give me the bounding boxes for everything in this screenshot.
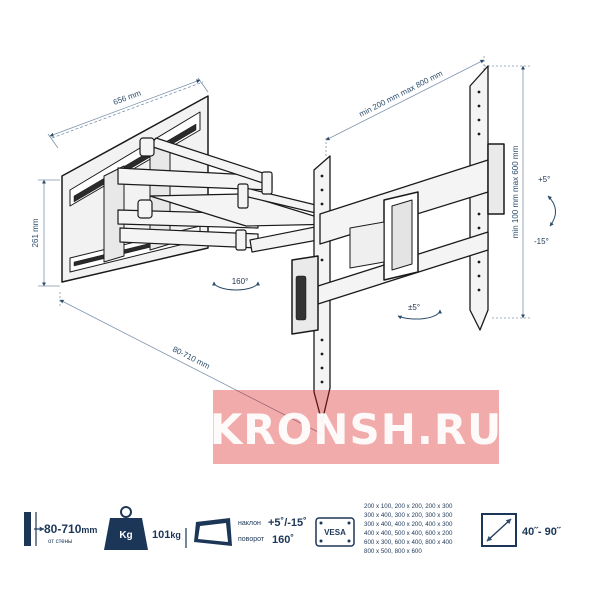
distance-value: 80-710 (44, 522, 82, 536)
watermark-text: KRONSH.RU (210, 405, 503, 454)
spec-weight: Kg 101kg (104, 506, 181, 550)
spec-distance: 80-710mm от стены (24, 512, 97, 546)
spec-tilt-swivel: наклон +5˚/-15˚ поворот 160˚ (185, 517, 307, 548)
screen-diagonal-icon (481, 513, 517, 547)
swivel-label: поворот (238, 536, 265, 543)
swivel-angle-label: 160° (232, 277, 249, 286)
svg-text:80-710mm: 80-710mm (44, 522, 97, 536)
vesa-row-3: 300 x 400, 400 x 200, 400 x 300 (364, 521, 453, 528)
wall-icon (24, 512, 31, 546)
weight-value: 101 (152, 529, 170, 541)
weight-icon (104, 506, 148, 550)
swivel-value: 160˚ (272, 534, 294, 546)
spec-vesa: VESA 200 x 100, 200 x 200, 200 x 300 300… (315, 503, 453, 555)
tv-mounting-frame (291, 65, 505, 423)
tilt-value: +5˚/-15˚ (268, 517, 307, 529)
spec-screen-size: 40˝- 90˝ (481, 513, 562, 547)
vesa-row-2: 300 x 400, 300 x 200, 300 x 300 (364, 512, 453, 519)
width-dimension-label: 656 mm (112, 88, 143, 106)
distance-caption: от стены (48, 539, 72, 545)
distance-unit: mm (81, 525, 97, 535)
vesa-title: VESA (324, 528, 346, 537)
tilt-up-label: +5° (538, 175, 550, 184)
vesa-row-6: 800 x 500, 800 x 600 (364, 548, 422, 555)
tilt-indicator: +5° -15° (534, 175, 556, 246)
tv-tilt-icon (185, 518, 232, 548)
vesa-icon (315, 517, 355, 547)
rail-holes (320, 90, 481, 384)
rotation-angle-label: ±5° (408, 303, 420, 312)
tilt-down-label: -15° (534, 237, 549, 246)
screen-size-value: 40˝- 90˝ (522, 526, 562, 538)
wall-plate (61, 95, 209, 283)
swivel-indicator: 160° (212, 277, 260, 291)
vesa-row-1: 200 x 100, 200 x 200, 200 x 300 (364, 503, 453, 510)
dimension-lines (38, 56, 530, 438)
vesa-horizontal-label: min 200 mm max 800 mm (358, 69, 445, 119)
rotation-indicator: ±5° (397, 303, 443, 320)
vesa-row-5: 600 x 300, 600 x 400, 800 x 400 (364, 539, 453, 546)
weight-icon-label: Kg (119, 530, 132, 541)
articulating-arms (117, 137, 341, 253)
watermark: KRONSH.RU (210, 390, 503, 464)
vesa-vertical-label: min 100 mm max 600 mm (511, 145, 520, 238)
vesa-row-4: 400 x 400, 500 x 400, 600 x 200 (364, 530, 453, 537)
height-dimension-label: 261 mm (31, 218, 40, 247)
svg-text:101kg: 101kg (152, 529, 181, 541)
tilt-label: наклон (238, 520, 261, 527)
weight-unit: kg (170, 530, 181, 540)
